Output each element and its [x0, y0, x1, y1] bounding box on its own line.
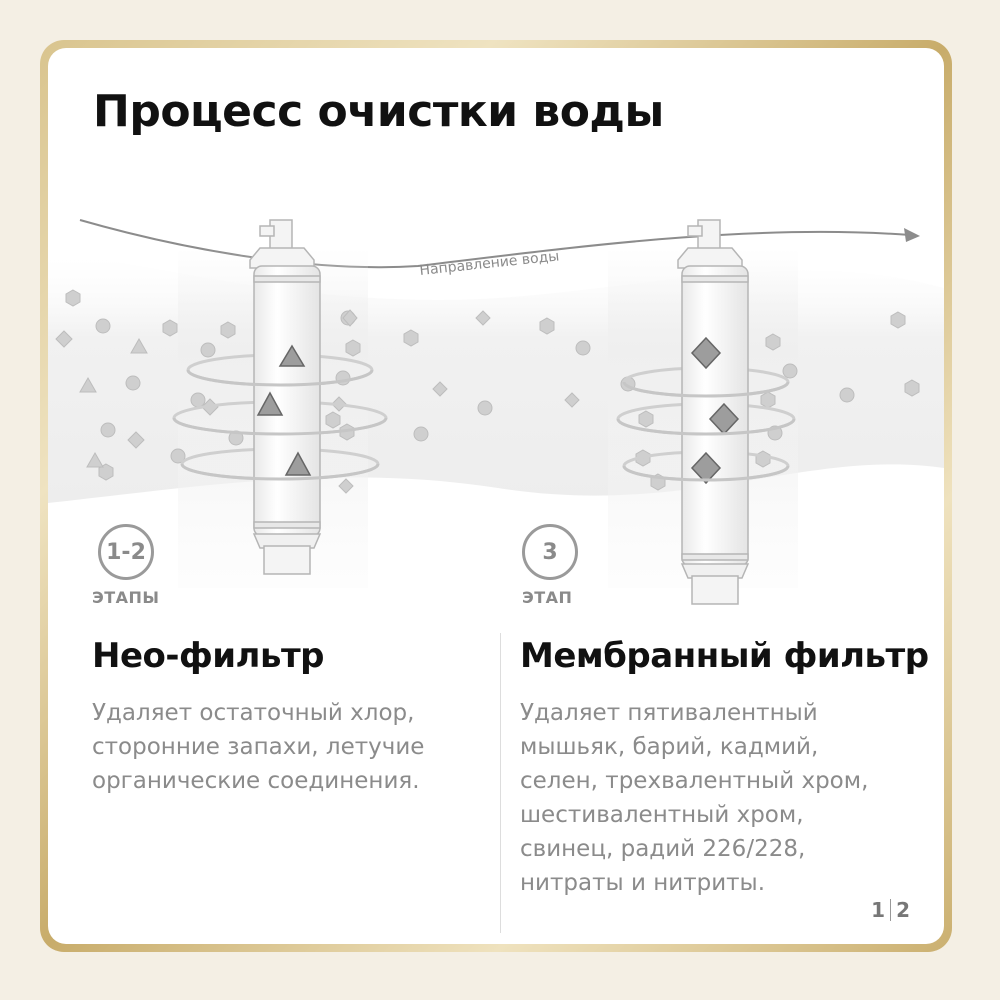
page-current: 1	[871, 898, 886, 922]
illustration: Направление воды	[48, 219, 944, 605]
filter-right-particles	[690, 336, 740, 485]
filter-name-1: Нео-фильтр	[92, 636, 325, 676]
page-total: 2	[896, 898, 910, 922]
filter-cartridge-left	[249, 219, 322, 575]
particles-left	[55, 289, 244, 481]
flow-label: Направление воды	[419, 248, 560, 279]
filter-name-2: Мембранный фильтр	[520, 636, 929, 676]
filter-description-1: Удаляет остаточный хлор, сторонние запах…	[92, 700, 425, 794]
stage-label-1: ЭТАПЫ	[92, 588, 160, 607]
page-title: Процесс очистки воды	[93, 86, 664, 137]
filter-description-2: Удаляет пятивалентный мышьяк, барий, кад…	[520, 700, 869, 896]
filter-left-particles	[256, 344, 312, 476]
particles-middle	[325, 309, 591, 494]
stage-label-2: ЭТАП	[522, 588, 573, 607]
rings-left-front	[172, 369, 388, 481]
stage-badge-2: 3	[522, 524, 578, 580]
column-divider	[500, 633, 501, 933]
flow-arrow-line	[79, 219, 911, 269]
stage-badge-1: 1-2	[98, 524, 154, 580]
flow-arrow-head	[904, 228, 920, 242]
card: Направление воды Процесс очистки воды 1-…	[48, 48, 944, 944]
rings-right-front	[616, 381, 796, 482]
filter-cartridge-right	[677, 219, 750, 605]
